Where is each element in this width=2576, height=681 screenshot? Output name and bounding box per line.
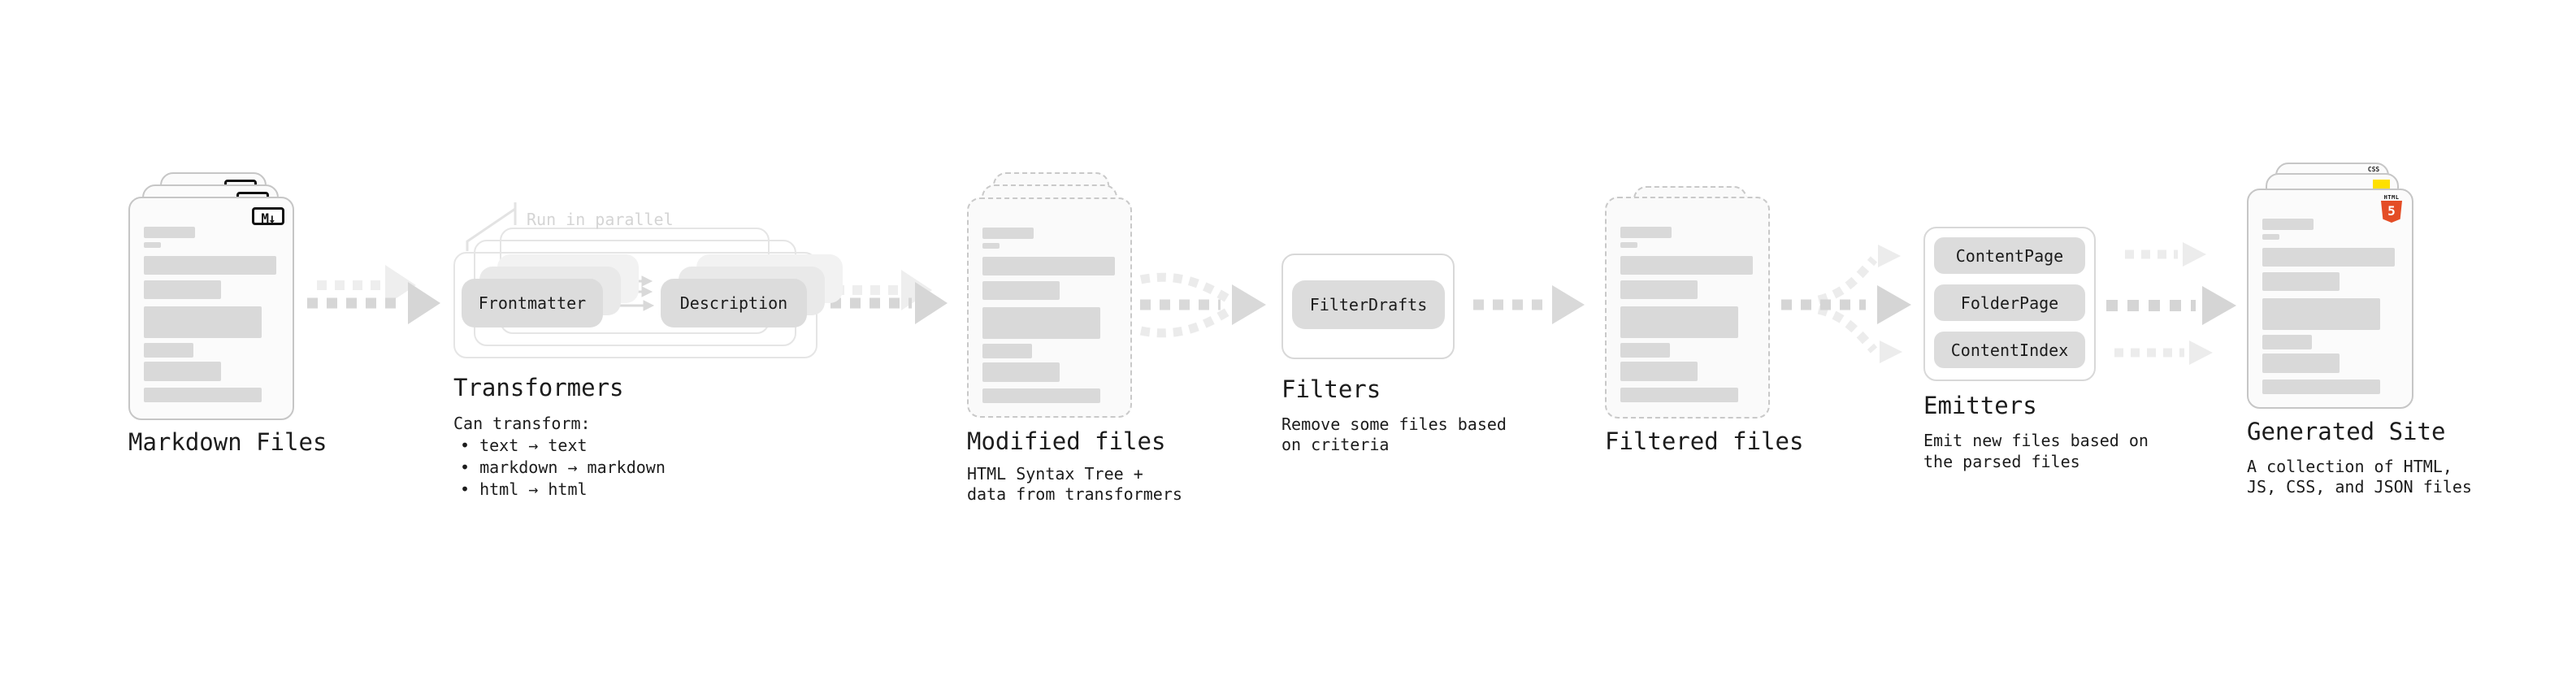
filters-desc: Remove some files based [1281, 414, 1507, 434]
markdown-files-title: Markdown Files [128, 428, 327, 456]
generated-file-card-html: HTML 5 [2247, 189, 2413, 409]
text-line-placeholder [982, 257, 1115, 275]
arrow-filtered-to-emitters [1781, 245, 1911, 363]
filtered-files-title: Filtered files [1605, 427, 1804, 455]
text-line-placeholder [982, 388, 1100, 403]
contentpage-pill: ContentPage [1934, 237, 2085, 274]
text-line-placeholder [982, 243, 1000, 249]
modified-file-card-front [967, 197, 1132, 418]
filterdrafts-pill: FilterDrafts [1292, 280, 1445, 329]
text-line-placeholder [1620, 388, 1738, 402]
transformers-title: Transformers [453, 374, 624, 401]
filtered-file-card-front [1605, 197, 1770, 419]
text-line-placeholder [144, 280, 221, 299]
arrow-transformers-to-modified [830, 270, 948, 324]
text-line-placeholder [982, 344, 1032, 358]
text-line-placeholder [1620, 280, 1698, 299]
text-line-placeholder [144, 343, 193, 358]
transformers-desc-header: Can transform: [453, 414, 591, 433]
modified-files-desc: data from transformers [967, 484, 1182, 504]
filters-title: Filters [1281, 375, 1381, 403]
text-line-placeholder [1620, 306, 1738, 338]
filters-desc: on criteria [1281, 435, 1390, 454]
text-line-placeholder [982, 281, 1060, 300]
generated-site-title: Generated Site [2247, 418, 2446, 445]
arrow-modified-to-filters [1139, 272, 1266, 338]
text-line-placeholder [144, 256, 276, 275]
text-line-placeholder [144, 362, 221, 381]
text-line-placeholder [982, 362, 1060, 382]
text-line-placeholder [1620, 227, 1672, 238]
text-line-placeholder [1620, 362, 1698, 381]
html5-icon: HTML 5 [2379, 194, 2404, 223]
contentindex-pill: ContentIndex [1934, 332, 2085, 368]
transformers-bullet: • text → text [460, 436, 588, 455]
emitters-desc: the parsed files [1923, 452, 2080, 471]
text-line-placeholder [982, 228, 1034, 239]
text-line-placeholder [1620, 242, 1637, 248]
text-line-placeholder [2262, 248, 2395, 267]
arrow-emitters-to-generated [2106, 242, 2236, 365]
arrow-markdown-to-transformers [307, 265, 440, 324]
text-line-placeholder [1620, 343, 1670, 358]
note-leader-line [466, 202, 517, 251]
text-line-placeholder [1620, 256, 1753, 275]
text-line-placeholder [2262, 335, 2312, 349]
text-line-placeholder [2262, 298, 2380, 330]
js-icon [2373, 180, 2390, 189]
text-line-placeholder [144, 227, 195, 238]
text-line-placeholder [144, 388, 262, 402]
text-line-placeholder [2262, 272, 2340, 291]
text-line-placeholder [144, 242, 161, 248]
transformers-bullet: • markdown → markdown [460, 458, 666, 477]
transformers-bullet: • html → html [460, 479, 588, 499]
modified-files-title: Modified files [967, 427, 1166, 455]
text-line-placeholder [2262, 354, 2340, 373]
markdown-file-card-front: M↓ [128, 197, 294, 420]
emitters-desc: Emit new files based on [1923, 431, 2149, 450]
markdown-icon: M↓ [252, 207, 284, 226]
text-line-placeholder [2262, 219, 2314, 230]
arrow-filters-to-filtered [1473, 285, 1585, 324]
modified-files-desc: HTML Syntax Tree + [967, 464, 1143, 484]
text-line-placeholder [144, 306, 262, 338]
generated-site-desc: A collection of HTML, [2247, 457, 2452, 476]
generated-site-desc: JS, CSS, and JSON files [2247, 477, 2472, 497]
folderpage-pill: FolderPage [1934, 284, 2085, 321]
frontmatter-pill: Frontmatter [462, 279, 603, 327]
text-line-placeholder [2262, 234, 2279, 240]
text-line-placeholder [2262, 380, 2380, 394]
description-pill: Description [661, 279, 807, 327]
emitters-title: Emitters [1923, 392, 2037, 419]
run-in-parallel-note: Run in parallel [527, 210, 674, 229]
text-line-placeholder [982, 307, 1100, 339]
